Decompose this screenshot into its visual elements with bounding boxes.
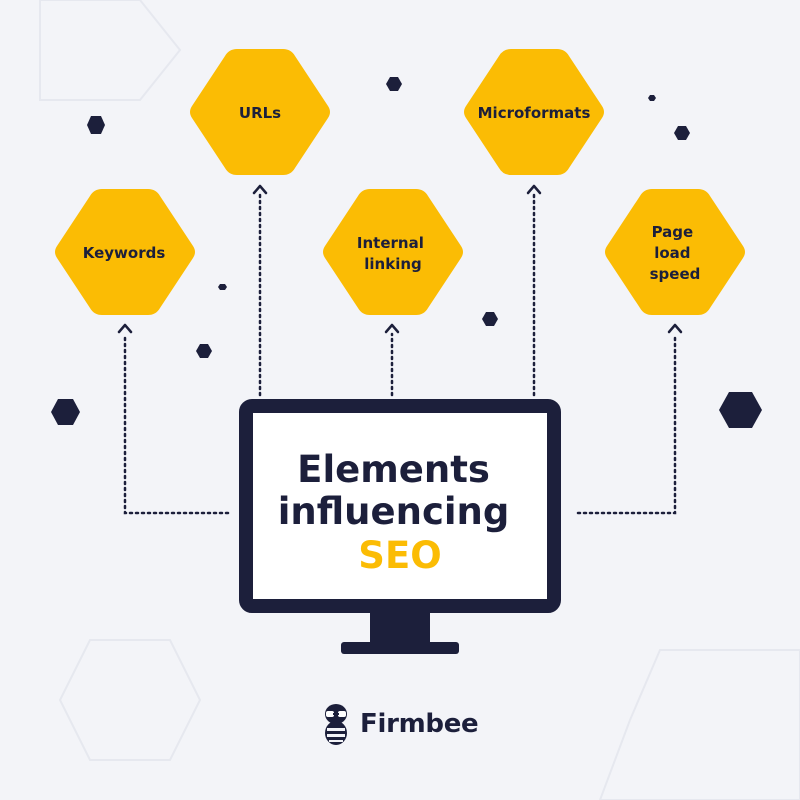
brand: Firmbee — [320, 702, 479, 746]
connectors — [123, 192, 677, 515]
bg-hexagon-outline — [39, 0, 182, 101]
node-label-line: Microformats — [478, 104, 591, 122]
decor-hexagon — [196, 344, 212, 358]
node-keywords: Keywords — [55, 189, 195, 315]
node-label: Keywords — [83, 244, 166, 262]
decor-hexagon — [719, 392, 762, 428]
arrowheads — [117, 184, 683, 334]
decor-hexagon — [648, 95, 656, 101]
arrow-up-icon — [117, 323, 133, 334]
monitor-title-line: Elements — [297, 448, 490, 491]
decor-hexagon — [386, 77, 402, 91]
node-label-line: Internal — [357, 234, 424, 252]
arrow-up-icon — [667, 323, 683, 334]
monitor-title: Elements influencing SEO — [278, 448, 523, 577]
node-hexagon — [464, 49, 604, 175]
monitor-title-line: influencing — [278, 490, 510, 533]
node-label: Page load speed — [650, 223, 701, 283]
arrow-up-icon — [526, 184, 542, 195]
node-label-line: load — [654, 244, 690, 262]
arrow-up-icon — [252, 184, 268, 195]
node-label-line: linking — [364, 255, 422, 273]
decor-hexagon — [87, 116, 105, 134]
node-label-line: speed — [650, 265, 701, 283]
node-urls: URLs — [190, 49, 330, 175]
monitor-screen — [239, 399, 561, 613]
arrow-up-icon — [384, 323, 400, 334]
node-label-line: Keywords — [83, 244, 166, 262]
connector-keywords — [123, 332, 230, 515]
node-microformats: Microformats — [464, 49, 604, 175]
node-hexagon — [605, 189, 745, 315]
node-label: Microformats — [478, 104, 591, 122]
bee-icon — [325, 704, 347, 745]
node-label-line: URLs — [239, 104, 281, 122]
monitor-base — [341, 642, 459, 654]
node-label: Internal linking — [357, 234, 429, 273]
monitor-title-accent: SEO — [358, 534, 441, 577]
background-decoration — [39, 0, 800, 800]
connector-page-load-speed — [576, 332, 677, 515]
bg-hexagon-outline — [598, 649, 800, 800]
decor-hexagon — [51, 399, 80, 425]
node-internal-linking: Internal linking — [323, 189, 463, 315]
node-hexagon — [190, 49, 330, 175]
decor-hexagon — [218, 284, 227, 290]
decor-hexagon — [482, 312, 498, 326]
monitor-neck — [370, 612, 430, 644]
node-label: URLs — [239, 104, 281, 122]
bg-hexagon-outline — [58, 639, 202, 761]
node-page-load-speed: Page load speed — [605, 189, 745, 315]
monitor-icon: Elements influencing SEO — [239, 399, 561, 654]
decorative-dots — [51, 77, 762, 428]
node-hexagon — [323, 189, 463, 315]
node-label-line: Page — [652, 223, 694, 241]
decor-hexagon — [674, 126, 690, 140]
brand-name: Firmbee — [360, 709, 479, 739]
node-hexagon — [55, 189, 195, 315]
